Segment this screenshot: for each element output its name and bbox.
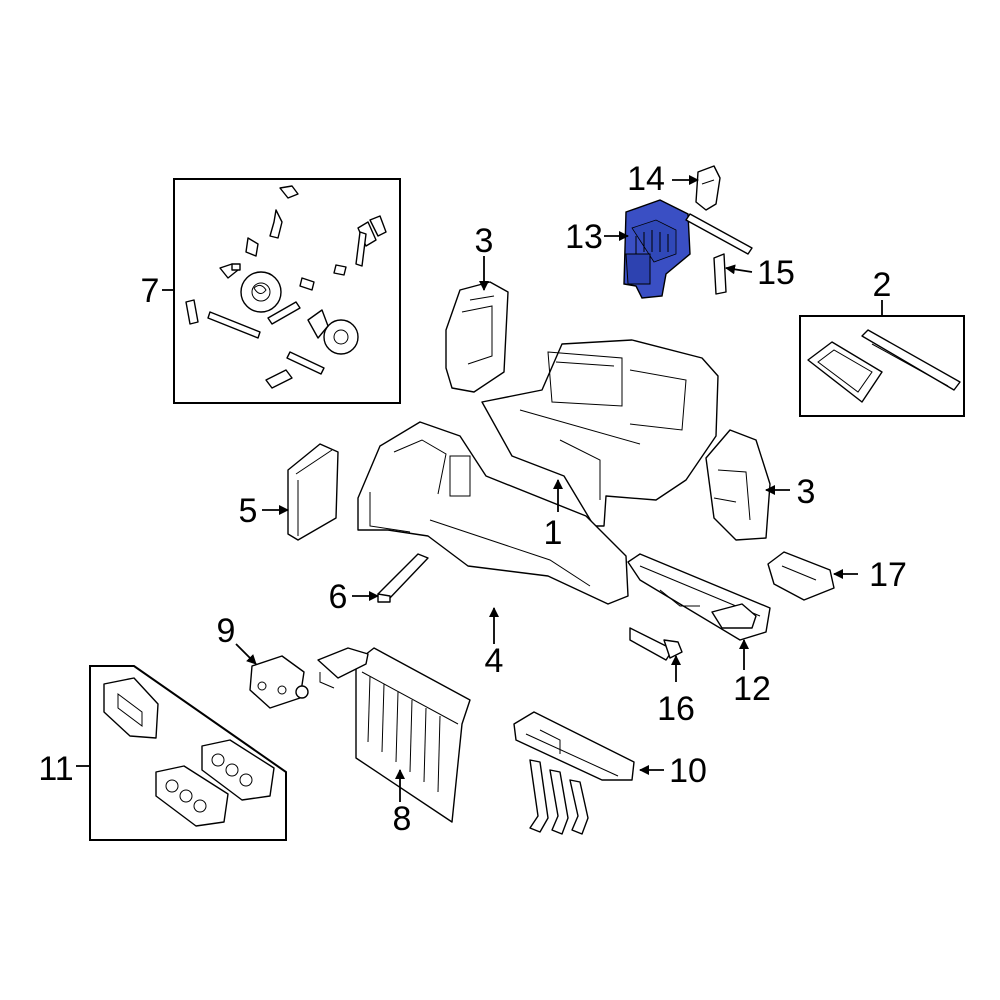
callout-3-right: 3: [797, 473, 816, 511]
callout-17: 17: [869, 556, 907, 594]
part-7-hardware-kit[interactable]: [173, 178, 401, 404]
part-3-duct-right[interactable]: [705, 429, 771, 541]
callout-8: 8: [393, 800, 412, 838]
leader-lines: [76, 175, 883, 802]
part-9-expansion-valve[interactable]: [249, 655, 309, 709]
gear-icon: [240, 271, 282, 313]
callout-9: 9: [217, 612, 236, 650]
callout-2: 2: [873, 266, 892, 304]
callout-15: 15: [757, 254, 795, 292]
part-10-heater-core[interactable]: [513, 711, 635, 835]
gear-icon: [323, 319, 359, 355]
callout-3-left: 3: [475, 222, 494, 260]
callout-10: 10: [669, 752, 707, 790]
part-6-sensor[interactable]: [377, 553, 429, 603]
callout-5: 5: [239, 492, 258, 530]
part-3-duct-left[interactable]: [445, 281, 509, 393]
part-5-cabin-filter[interactable]: [287, 443, 339, 541]
callout-12: 12: [733, 670, 771, 708]
part-16-sensor[interactable]: [629, 627, 683, 661]
part-11-control-panel-kit[interactable]: [89, 665, 287, 841]
part-4-lower-housing[interactable]: [357, 421, 629, 605]
part-1-heater-housing[interactable]: [481, 339, 719, 527]
part-13-blower-motor[interactable]: [623, 199, 691, 299]
part-15-hose[interactable]: [685, 213, 753, 295]
part-14-resistor[interactable]: [695, 165, 721, 211]
part-11-frame: [89, 665, 287, 841]
part-2-seal-kit[interactable]: [799, 315, 965, 417]
callout-1: 1: [544, 514, 563, 552]
part-12-duct[interactable]: [627, 553, 771, 641]
part-7-frame: [173, 178, 401, 404]
callout-labels: 1 2 3 3 4 5 6 7 8 9 10 11 12 13 14 15 16…: [38, 160, 907, 838]
part-8-evaporator[interactable]: [317, 647, 471, 823]
callout-7: 7: [141, 272, 160, 310]
part-17-module[interactable]: [767, 551, 835, 601]
callout-4: 4: [485, 642, 504, 680]
callout-13: 13: [565, 218, 603, 256]
callout-6: 6: [329, 578, 348, 616]
callout-14: 14: [627, 160, 665, 198]
callout-11: 11: [38, 750, 73, 788]
callout-16: 16: [657, 690, 695, 728]
